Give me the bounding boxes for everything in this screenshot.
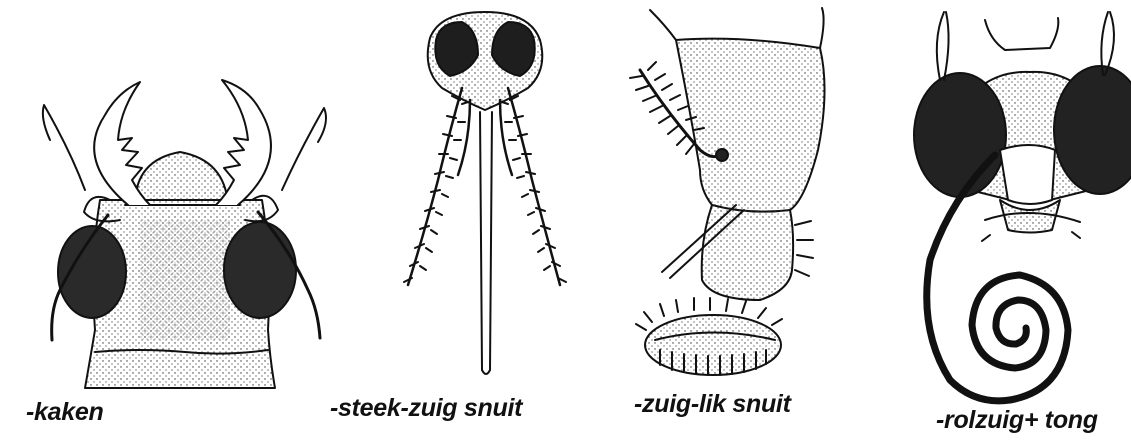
caption-steek-zuig-snuit: -steek-zuig snuit <box>330 394 522 423</box>
chewing-mouthparts-icon <box>43 80 326 388</box>
coiled-proboscis-icon <box>914 12 1131 401</box>
caption-zuig-lik-snuit: -zuig-lik snuit <box>634 390 791 419</box>
sponging-proboscis-icon <box>630 8 825 375</box>
eye-right <box>224 222 296 318</box>
piercing-sucking-proboscis-icon <box>404 12 566 374</box>
caption-kaken: -kaken <box>26 398 103 427</box>
caption-rolzuig-tong: -rolzuig+ tong <box>936 406 1098 435</box>
eye-left <box>914 73 1006 197</box>
